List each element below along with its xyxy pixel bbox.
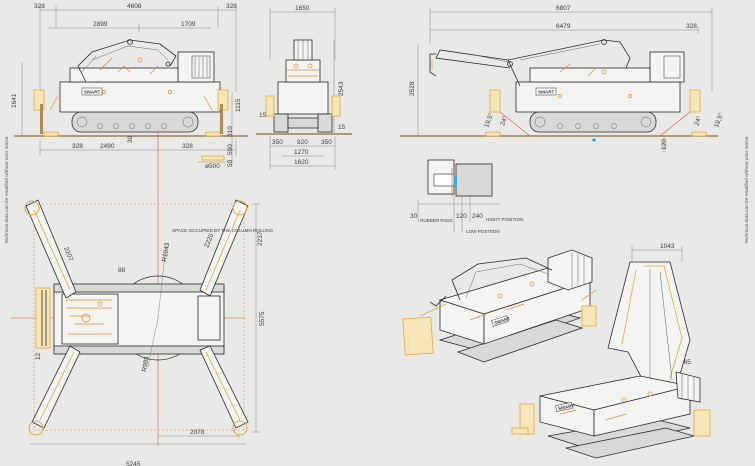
boom-left-small: 24° (498, 114, 509, 126)
boom-dim-sub-left: 6479 (556, 23, 571, 30)
side-dim-right-1: 1115 (235, 98, 242, 112)
side-dim-bottom-2: 2490 (100, 143, 115, 150)
front-dim-bottom-3: 350 (321, 139, 332, 146)
plan-radius-2: R985 (141, 355, 151, 372)
side-pad-size: ø500 (205, 163, 220, 170)
plan-radius-1: R1043 (161, 242, 171, 262)
boom-view: 6807 6479 328 2528 SMART 19,5° 24° 19,5° (400, 5, 725, 152)
plan-view: SPACE OCCUPIED BY THE COLUMN ROLLING R10… (10, 130, 274, 466)
side-brand-label: SMART (84, 90, 101, 95)
plan-note-line: SPACE OCCUPIED BY THE COLUMN ROLLING (172, 228, 274, 233)
iso2-brand-label: SMART (558, 403, 575, 411)
front-dim-left: 15 (259, 112, 267, 119)
side-dim-top-left: 328 (34, 3, 45, 10)
boom-dim-bottom: 120 (661, 139, 668, 150)
side-dim-top-right: 328 (226, 3, 237, 10)
side-dim-bottom-3: 30 (127, 135, 134, 143)
side-dim-bottom-1: 328 (72, 143, 83, 150)
side-dim-right-2: 310 (227, 126, 234, 137)
pad-label-rubber: RUBBER PADS (420, 218, 453, 223)
boom-dim-sub-right: 328 (686, 23, 697, 30)
pad-detail: 30 120 240 RUBBER PADS HIGHT POSITION LO… (410, 159, 523, 234)
side-dim-top-center: 4608 (127, 3, 142, 10)
side-dim-right-3: 590 (227, 144, 234, 155)
plan-dim-8: 5245 (126, 461, 141, 466)
boom-dim-height: 2528 (409, 81, 416, 96)
boom-brand-label: SMART (538, 90, 555, 95)
pad-label-hight: HIGHT POSITION (486, 217, 523, 222)
front-view: 1650 2543 15 15 350 920 350 1270 1620 (256, 5, 352, 170)
side-dim-sub-right: 1709 (181, 21, 196, 28)
front-dim-top: 1650 (295, 5, 310, 12)
side-dim-height: 1641 (11, 93, 18, 108)
plan-dim-2: 2220 (203, 232, 215, 248)
plan-dim-3: 2237 (257, 231, 264, 246)
front-dim-bottom-5: 1620 (294, 159, 309, 166)
plan-dim-4: 88 (118, 267, 126, 274)
plan-dim-5: 5575 (259, 311, 266, 326)
side-dim-sub-left: 2899 (93, 21, 108, 28)
pad-label-low: LOW POSITION (466, 229, 500, 234)
iso-view-raised: 1043 865 SMART (511, 243, 711, 459)
boom-left-angle: 19,5° (482, 111, 495, 128)
side-dim-right-4: 50 (227, 159, 234, 167)
pad-dim-3: 240 (472, 213, 483, 220)
left-side-note: Technical data can be modified without p… (4, 136, 10, 244)
pad-dim-2: 120 (456, 213, 467, 220)
plan-dim-1: 2207 (62, 246, 74, 262)
front-dim-right: 15 (338, 124, 346, 131)
side-dim-bottom-4: 328 (182, 143, 193, 150)
plan-dim-6: 12 (35, 352, 42, 360)
front-dim-bottom-2: 920 (297, 139, 308, 146)
front-dim-height: 2543 (338, 81, 345, 96)
boom-right-angle: 19,5° (712, 111, 725, 128)
iso2-dim-top: 1043 (660, 243, 675, 250)
right-side-note: Technical data can be modified without p… (744, 136, 750, 244)
boom-right-small: 24° (692, 114, 703, 126)
plan-dim-7: 2078 (190, 429, 205, 436)
front-dim-bottom-4: 1270 (294, 149, 309, 156)
pad-dim-1: 30 (410, 213, 418, 220)
iso2-dim-side: 865 (680, 359, 691, 366)
iso-view-folded: SMART (402, 249, 597, 363)
iso1-brand-label: SMART (494, 316, 511, 326)
front-dim-bottom-1: 350 (272, 139, 283, 146)
boom-dim-top: 6807 (556, 5, 571, 12)
side-view: 328 4608 328 2899 1709 1641 SMART (11, 3, 248, 170)
